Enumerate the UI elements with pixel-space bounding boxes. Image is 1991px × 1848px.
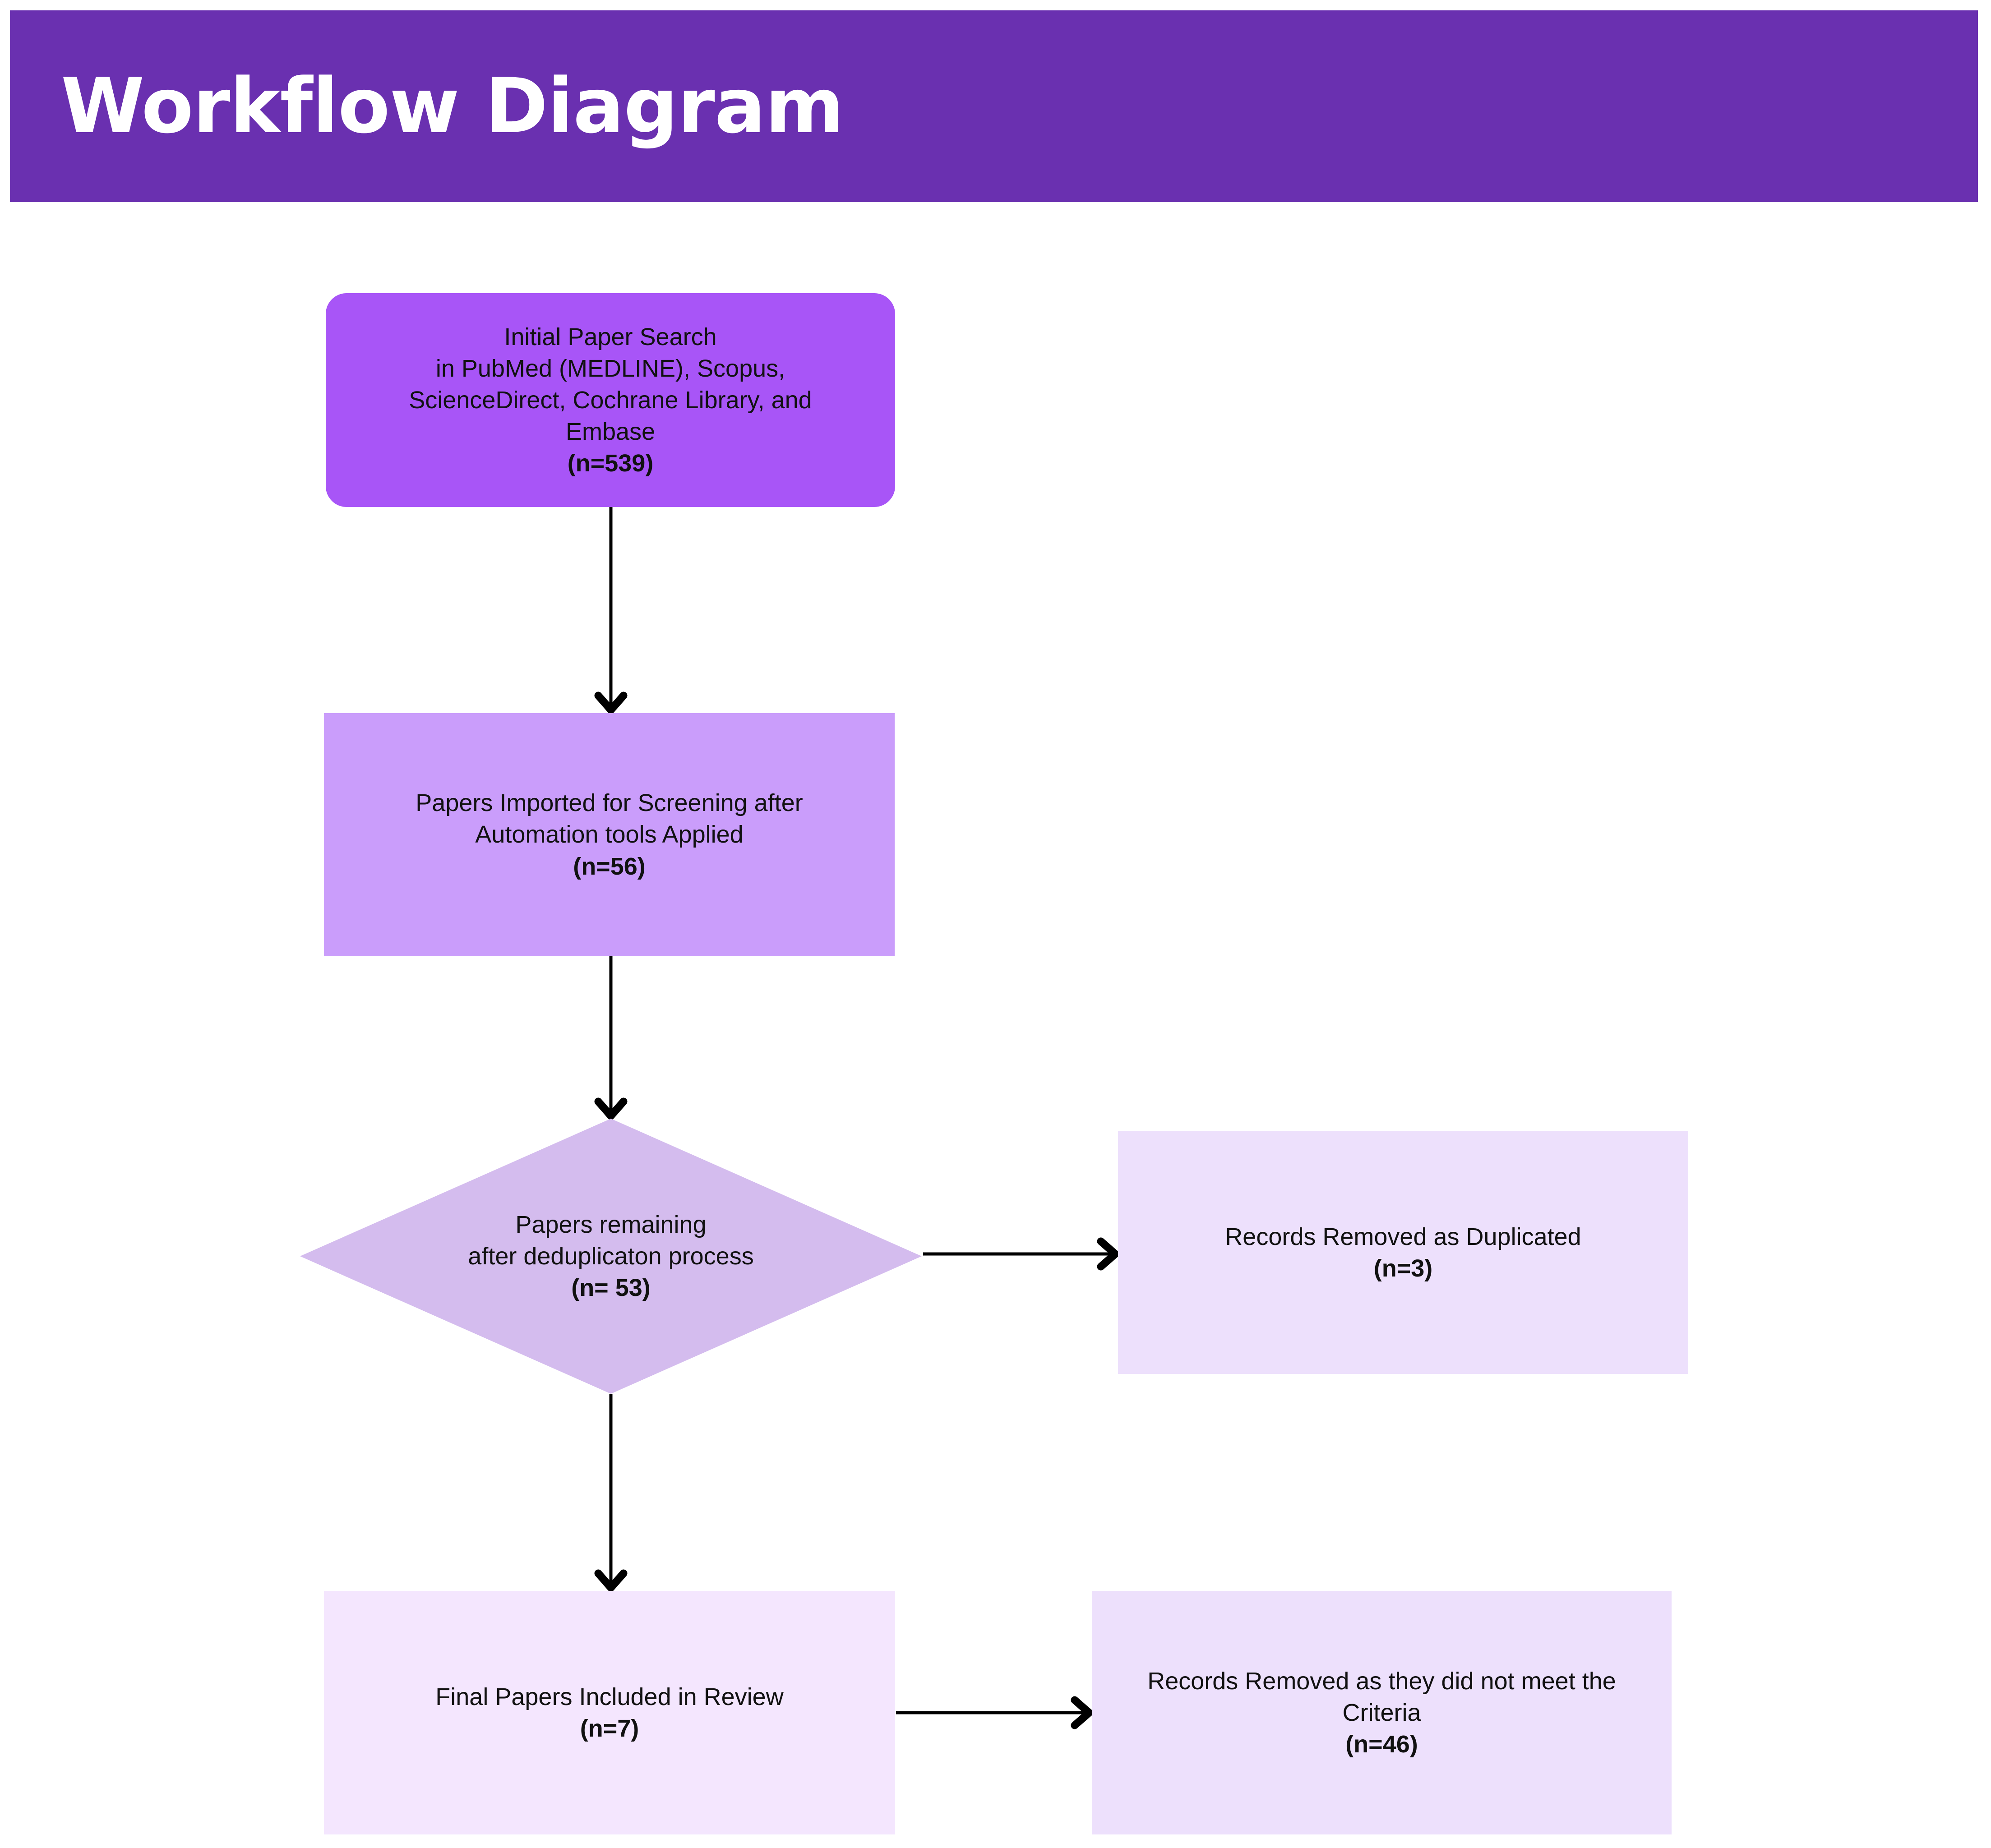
page-title: Workflow Diagram	[61, 62, 844, 151]
node-text-line: in PubMed (MEDLINE), Scopus,	[435, 355, 785, 382]
node-count: (n=539)	[567, 450, 654, 477]
edge-initial-to-imported	[594, 507, 628, 714]
node-count: (n=3)	[1373, 1255, 1433, 1282]
node-text-line: Papers remaining	[515, 1211, 707, 1238]
node-text-line: Initial Paper Search	[504, 323, 717, 350]
edge-dedup-to-removed-duplicated	[923, 1237, 1119, 1271]
node-records-removed-as-duplicated[interactable]: Records Removed as Duplicated (n=3)	[1118, 1131, 1688, 1374]
node-text-line: Papers Imported for Screening after	[416, 789, 803, 817]
node-text-line: ScienceDirect, Cochrane Library, and	[409, 386, 812, 414]
node-papers-imported-for-screening[interactable]: Papers Imported for Screening after Auto…	[324, 713, 895, 956]
node-text-line: Final Papers Included in Review	[435, 1683, 784, 1710]
node-text-line: Embase	[565, 418, 656, 446]
node-text-line: Records Removed as Duplicated	[1225, 1223, 1581, 1250]
node-text-line: Automation tools Applied	[475, 821, 744, 848]
node-text-line: Records Removed as they did not meet the	[1147, 1667, 1616, 1695]
edge-final-to-removed-criteria	[896, 1696, 1093, 1729]
edge-dedup-to-final-included	[594, 1394, 628, 1592]
edge-imported-to-dedup	[594, 956, 628, 1120]
diamond-text: Papers remaining after deduplicaton proc…	[468, 1209, 753, 1304]
node-final-papers-included-in-review[interactable]: Final Papers Included in Review (n=7)	[324, 1591, 895, 1834]
node-papers-remaining-after-deduplication[interactable]: Papers remaining after deduplicaton proc…	[300, 1119, 922, 1394]
node-text-line: after deduplicaton process	[468, 1242, 754, 1270]
node-text-line: Criteria	[1342, 1699, 1421, 1726]
node-initial-paper-search[interactable]: Initial Paper Search in PubMed (MEDLINE)…	[326, 293, 895, 507]
node-count: (n=56)	[573, 853, 646, 880]
node-count: (n=46)	[1345, 1731, 1418, 1758]
node-count: (n=7)	[580, 1715, 639, 1742]
node-count: (n= 53)	[571, 1274, 651, 1302]
node-records-removed-criteria-not-met[interactable]: Records Removed as they did not meet the…	[1092, 1591, 1672, 1834]
header-band: Workflow Diagram	[10, 10, 1978, 202]
